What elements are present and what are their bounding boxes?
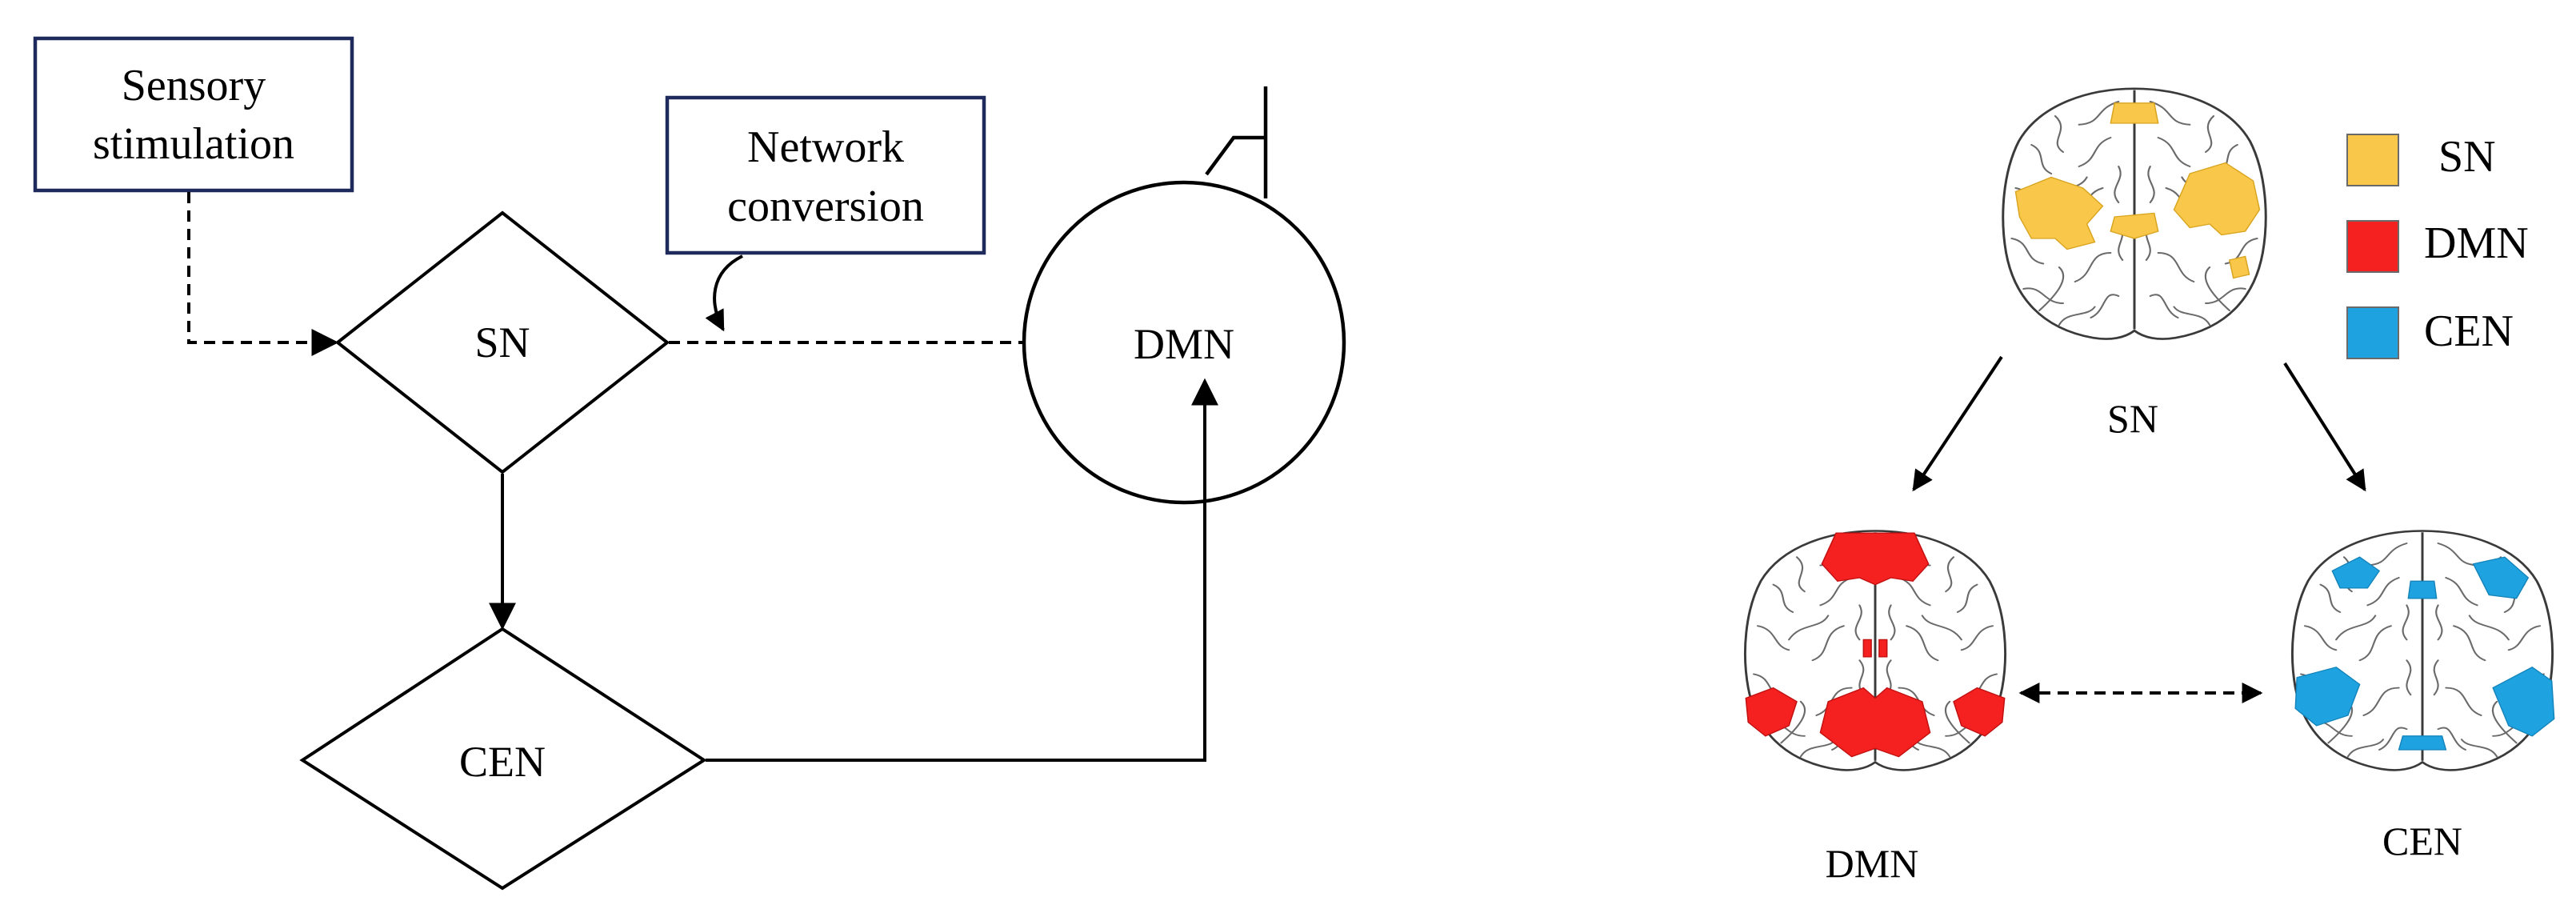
legend-item-dmn: DMN bbox=[2346, 218, 2529, 273]
legend: SN DMN CEN bbox=[2346, 132, 2529, 359]
sensory-stimulation-box: Sensory stimulation bbox=[33, 36, 354, 193]
dmn-brain-caption: DMN bbox=[1826, 841, 1919, 886]
sn-node-label: SN bbox=[474, 318, 530, 366]
legend-swatch-cen bbox=[2346, 306, 2399, 359]
network-conversion-pointer bbox=[705, 254, 743, 332]
dmn-regions bbox=[1745, 532, 2006, 758]
sensory-label-line2: stimulation bbox=[93, 119, 294, 169]
cen-node-label: CEN bbox=[459, 738, 546, 786]
legend-swatch-sn bbox=[2346, 134, 2399, 186]
sn-to-dmn-brain-arrow bbox=[1912, 355, 2003, 492]
dmn-node: DMN bbox=[1022, 180, 1346, 505]
sn-node: SN bbox=[334, 210, 670, 475]
sn-to-cen-brain-arrow bbox=[2283, 362, 2366, 492]
sn-regions bbox=[2014, 102, 2261, 279]
dmn-brain-image bbox=[1743, 530, 2007, 771]
cen-brain-image bbox=[2290, 530, 2555, 771]
sensory-label-line1: Sensory bbox=[122, 61, 266, 110]
legend-label-sn: SN bbox=[2438, 132, 2496, 182]
sn-brain-image bbox=[2002, 87, 2267, 341]
legend-item-cen: CEN bbox=[2346, 306, 2514, 359]
cen-regions bbox=[2294, 556, 2555, 751]
network-label-line1: Network bbox=[747, 122, 904, 172]
legend-swatch-dmn bbox=[2346, 220, 2399, 273]
network-label-line2: conversion bbox=[727, 182, 924, 231]
brain-panel: SN DMN CEN bbox=[1743, 87, 2555, 886]
cen-brain-caption: CEN bbox=[2382, 819, 2462, 863]
sensory-to-sn-arrow bbox=[187, 192, 339, 356]
network-conversion-box: Network conversion bbox=[665, 95, 986, 255]
cen-to-dmn-arrow bbox=[706, 378, 1218, 762]
legend-label-cen: CEN bbox=[2424, 306, 2514, 356]
dmn-stalk bbox=[1205, 86, 1268, 198]
cen-node: CEN bbox=[299, 627, 707, 891]
legend-item-sn: SN bbox=[2346, 132, 2496, 186]
dmn-node-label: DMN bbox=[1134, 320, 1234, 368]
legend-label-dmn: DMN bbox=[2424, 218, 2529, 268]
sn-brain-caption: SN bbox=[2107, 396, 2158, 441]
flowchart: Sensory stimulation Network conversion S… bbox=[33, 36, 1346, 891]
